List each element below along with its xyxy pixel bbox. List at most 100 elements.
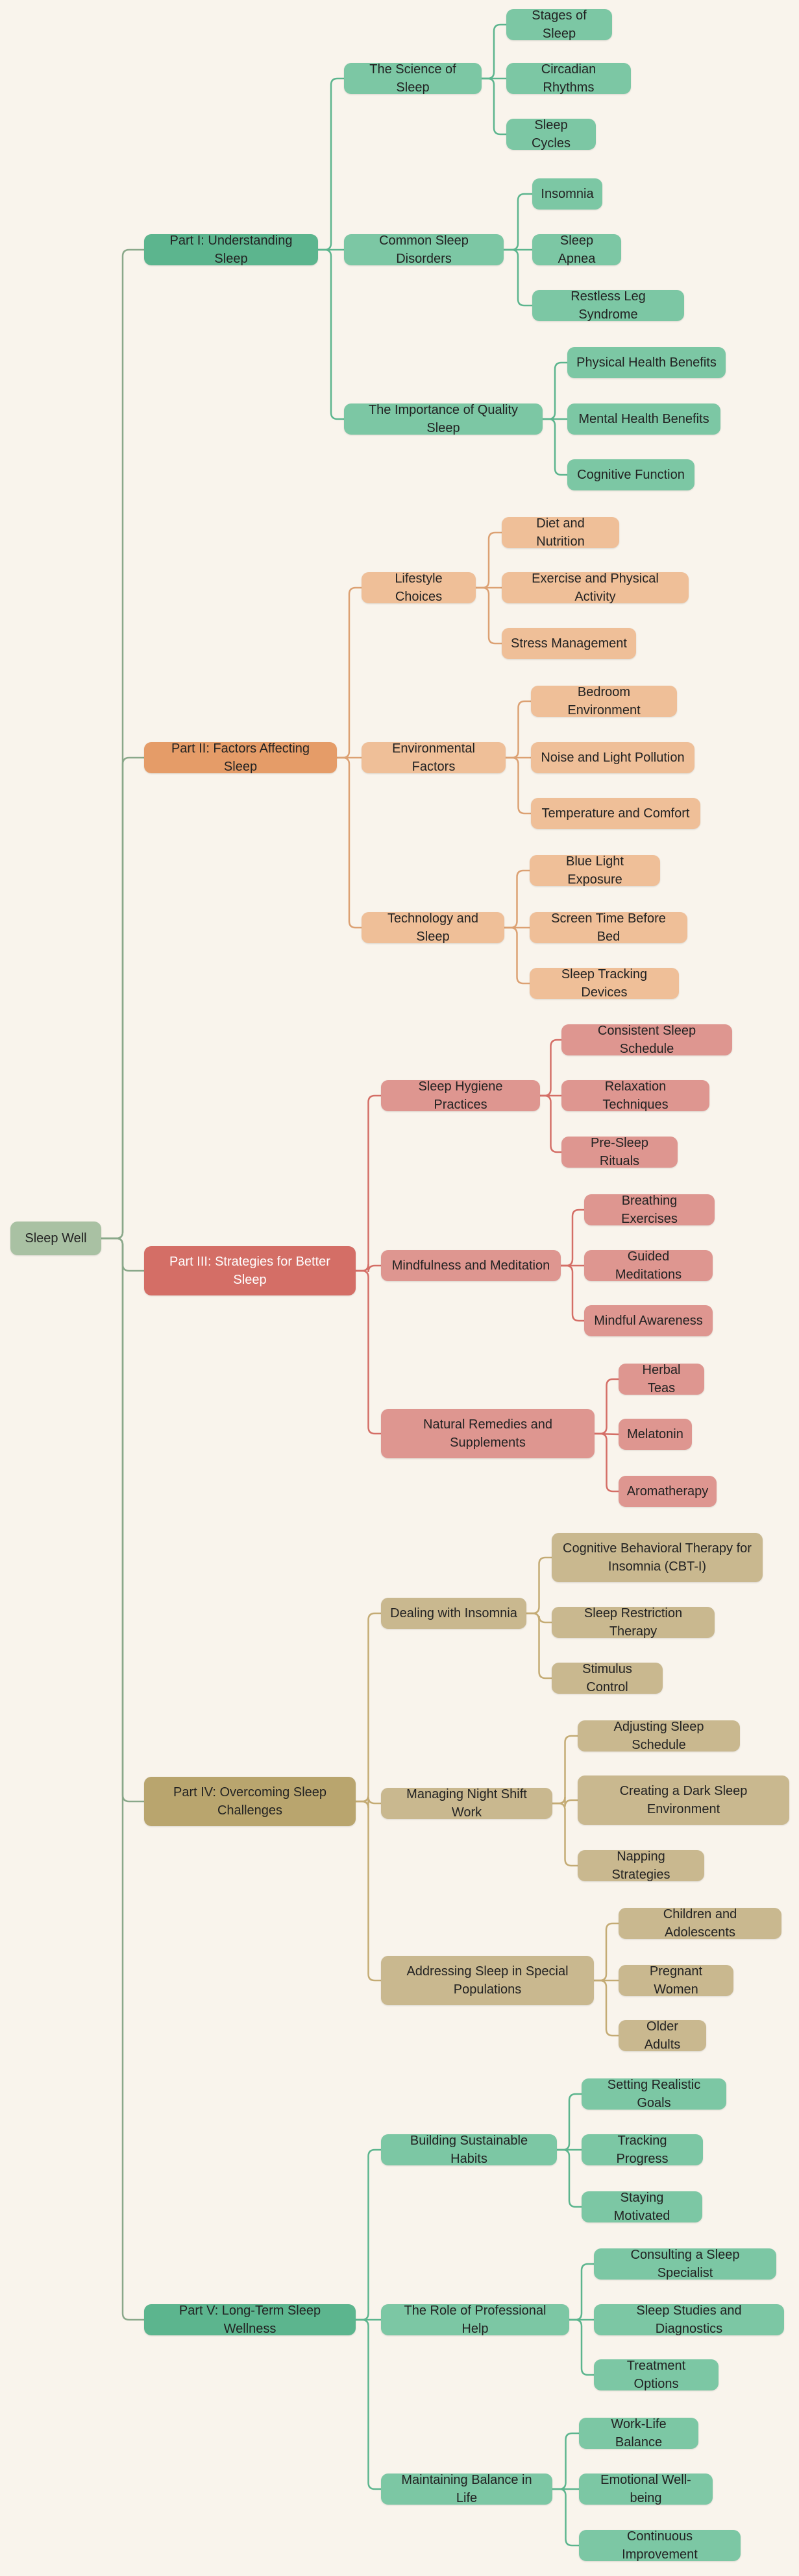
part-connector	[318, 77, 344, 251]
leaf-node: Circadian Rhythms	[506, 62, 631, 95]
leaf-node: Treatment Options	[594, 2359, 719, 2391]
part-connector	[318, 248, 344, 420]
leaf-node: Insomnia	[532, 178, 602, 210]
leaf-node: Diet and Nutrition	[502, 516, 619, 549]
leaf-node: Adjusting Sleep Schedule	[578, 1720, 740, 1752]
leaf-node: Consulting a Sleep Specialist	[594, 2248, 776, 2280]
section-connector	[540, 1094, 561, 1153]
root-connector	[101, 1237, 144, 2321]
section-connector	[543, 361, 567, 420]
part-node: Part IV: Overcoming Sleep Challenges	[144, 1777, 356, 1826]
part-connector	[356, 1800, 381, 1982]
section-connector	[594, 1922, 619, 1982]
leaf-node: Physical Health Benefits	[567, 347, 726, 378]
section-connector	[561, 1209, 584, 1267]
section-connector	[552, 2488, 579, 2547]
leaf-node: Cognitive Behavioral Therapy for Insomni…	[552, 1533, 763, 1582]
part-connector	[337, 586, 362, 759]
part-node: Part III: Strategies for Better Sleep	[144, 1246, 356, 1295]
section-node: Environmental Factors	[362, 741, 506, 774]
leaf-node: Stages of Sleep	[506, 8, 612, 41]
part-connector	[356, 1270, 381, 1435]
section-node: Dealing with Insomnia	[381, 1598, 526, 1629]
part-node: Part I: Understanding Sleep	[144, 234, 318, 266]
section-node: The Importance of Quality Sleep	[344, 403, 543, 435]
leaf-node: Breathing Exercises	[584, 1194, 715, 1226]
leaf-node: Napping Strategies	[578, 1849, 704, 1882]
section-connector	[552, 1796, 578, 1807]
leaf-node: Tracking Progress	[582, 2134, 703, 2166]
root-connector	[101, 756, 144, 1240]
leaf-node: Pregnant Women	[619, 1964, 733, 1997]
section-connector	[557, 2149, 582, 2208]
leaf-node: Sleep Cycles	[506, 118, 596, 150]
section-connector	[594, 1979, 619, 2037]
section-connector	[476, 531, 502, 589]
leaf-node: Work-Life Balance	[579, 2417, 698, 2450]
part-node: Part II: Factors Affecting Sleep	[144, 741, 337, 774]
section-connector	[540, 1039, 561, 1097]
leaf-node: Mindful Awareness	[584, 1305, 713, 1336]
leaf-node: Screen Time Before Bed	[530, 911, 687, 944]
leaf-node: Setting Realistic Goals	[582, 2078, 726, 2110]
leaf-node: Blue Light Exposure	[530, 854, 660, 887]
leaf-node: Guided Meditations	[584, 1249, 713, 1282]
leaf-node: Cognitive Function	[567, 459, 695, 490]
section-node: The Science of Sleep	[344, 62, 482, 95]
section-connector	[552, 1735, 578, 1805]
section-connector	[595, 1432, 619, 1493]
section-connector	[506, 700, 531, 759]
section-node: Sleep Hygiene Practices	[381, 1079, 540, 1112]
section-connector	[552, 2432, 579, 2490]
section-node: Technology and Sleep	[362, 911, 504, 944]
leaf-node: Exercise and Physical Activity	[502, 572, 689, 604]
section-node: Natural Remedies and Supplements	[381, 1409, 595, 1458]
section-node: Building Sustainable Habits	[381, 2134, 557, 2166]
leaf-node: Noise and Light Pollution	[531, 742, 695, 773]
section-connector	[569, 2318, 594, 2376]
section-connector	[543, 418, 567, 476]
leaf-node: Sleep Apnea	[532, 234, 621, 266]
leaf-node: Stimulus Control	[552, 1662, 663, 1694]
leaf-node: Creating a Dark Sleep Environment	[578, 1776, 789, 1825]
section-node: Lifestyle Choices	[362, 572, 476, 604]
section-connector	[504, 926, 530, 985]
section-node: Addressing Sleep in Special Populations	[381, 1956, 594, 2005]
section-connector	[557, 2093, 582, 2151]
part-connector	[337, 756, 362, 929]
section-connector	[561, 1264, 584, 1322]
leaf-node: Emotional Well-being	[579, 2473, 713, 2505]
part-connector	[356, 1094, 381, 1272]
section-connector	[482, 23, 506, 80]
leaf-node: Temperature and Comfort	[531, 798, 700, 829]
section-connector	[504, 248, 532, 307]
leaf-node: Continuous Improvement	[579, 2529, 741, 2562]
part-connector	[356, 1612, 381, 1803]
leaf-node: Older Adults	[619, 2019, 706, 2052]
section-node: Mindfulness and Meditation	[381, 1250, 561, 1281]
section-connector	[526, 1612, 552, 1679]
section-connector	[504, 193, 532, 251]
section-node: The Role of Professional Help	[381, 2304, 569, 2336]
section-node: Managing Night Shift Work	[381, 1787, 552, 1820]
leaf-node: Sleep Studies and Diagnostics	[594, 2304, 784, 2336]
leaf-node: Children and Adolescents	[619, 1907, 781, 1940]
part-node: Part V: Long-Term Sleep Wellness	[144, 2304, 356, 2336]
root-node: Sleep Well	[10, 1222, 101, 1255]
part-connector	[356, 2149, 381, 2321]
section-node: Maintaining Balance in Life	[381, 2473, 552, 2505]
leaf-node: Consistent Sleep Schedule	[561, 1024, 732, 1056]
leaf-node: Mental Health Benefits	[567, 403, 720, 435]
leaf-node: Restless Leg Syndrome	[532, 289, 684, 322]
leaf-node: Aromatherapy	[619, 1476, 717, 1507]
section-connector	[595, 1378, 619, 1435]
leaf-node: Melatonin	[619, 1419, 692, 1450]
section-connector	[504, 869, 530, 929]
leaf-node: Sleep Restriction Therapy	[552, 1606, 715, 1639]
section-connector	[482, 77, 506, 136]
leaf-node: Sleep Tracking Devices	[530, 967, 679, 1000]
section-connector	[476, 586, 502, 645]
section-connector	[569, 2263, 594, 2321]
